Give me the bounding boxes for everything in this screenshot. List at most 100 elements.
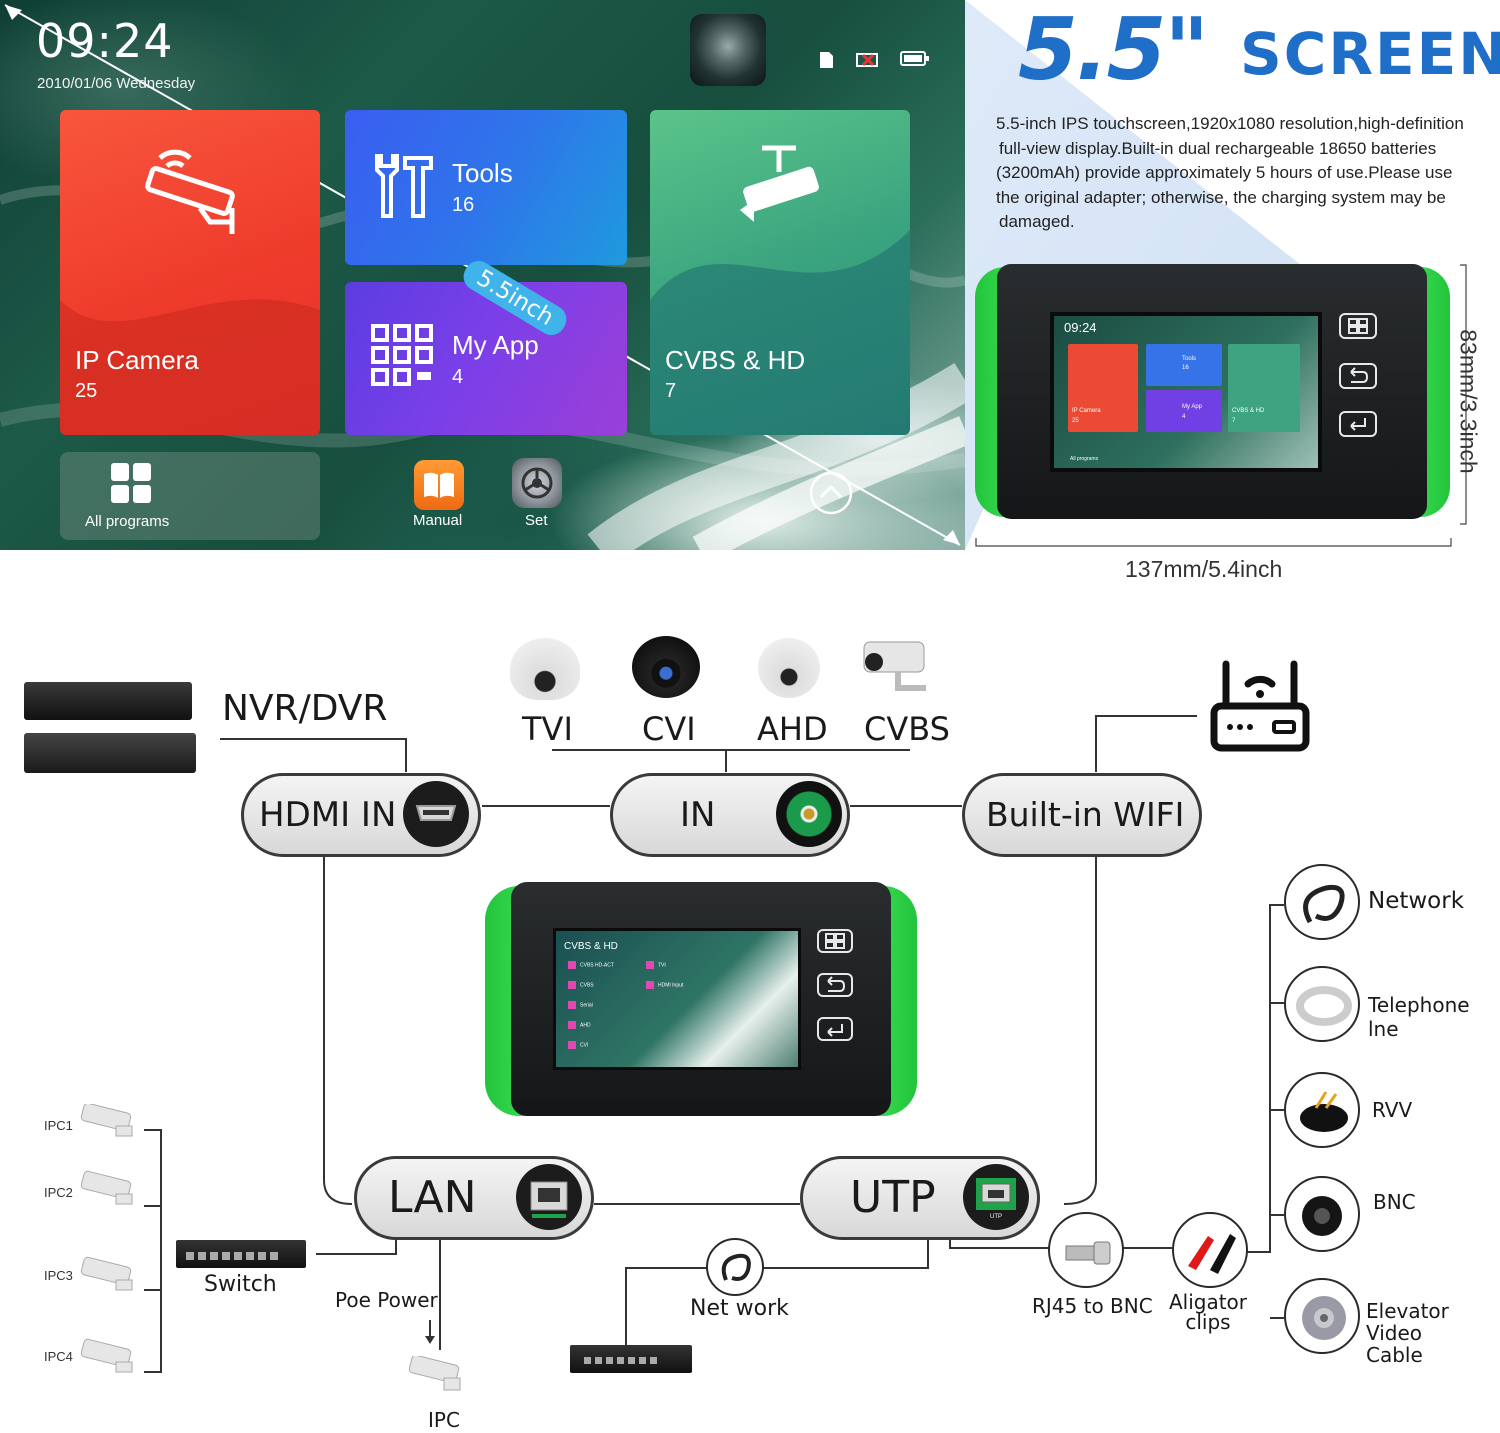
tile-cvbs-hd-label: CVBS & HD <box>665 345 806 375</box>
tile-tools-label: Tools <box>452 158 513 188</box>
small-tile-count: 7 <box>1232 418 1236 424</box>
hdmi-in-label: HDMI IN <box>259 795 397 835</box>
aligator-line: clips <box>1185 1310 1231 1334</box>
home-screen: 09:24 2010/01/06 Wednesday IP Camera 25 … <box>0 0 965 550</box>
rvv-label: RVV <box>1372 1098 1413 1122</box>
ipc2-label: IPC2 <box>44 1185 73 1200</box>
utp-rj45-port-icon: UTP <box>963 1164 1029 1230</box>
settings-gear-icon[interactable] <box>512 458 562 508</box>
utp-port-text: UTP <box>990 1214 1002 1220</box>
small-tile-my-app: My App 4 <box>1146 390 1222 432</box>
camera-type-tvi: TVI <box>522 710 573 748</box>
lan-label: LAN <box>388 1172 477 1223</box>
device-screen: 09:24 IP Camera 25 Tools 16 My App 4 CVB… <box>1050 312 1322 472</box>
tester-device-top: 09:24 IP Camera 25 Tools 16 My App 4 CVB… <box>975 262 1450 524</box>
spec-line: full-view display.Built-in dual recharge… <box>999 138 1437 158</box>
ahd-dome-camera-icon <box>758 638 820 698</box>
bnc-label: BNC <box>1373 1190 1416 1214</box>
network-error-icon <box>856 53 878 67</box>
set-label: Set <box>525 512 548 529</box>
network-switch-device <box>570 1345 692 1373</box>
elevator-line: Elevator Video <box>1366 1299 1449 1345</box>
tile-my-app-count: 4 <box>452 366 464 388</box>
wifi-label: Built-in WIFI <box>986 795 1185 834</box>
center-screen-item: CVBS <box>580 982 594 989</box>
small-tile-tools: Tools 16 <box>1146 344 1222 386</box>
poe-power-label: Poe Power <box>335 1288 438 1312</box>
nvr-device <box>24 682 192 720</box>
hdmi-port-icon <box>403 781 469 847</box>
clock: 09:24 <box>36 14 174 68</box>
center-screen-item: CVBS HD-ACT <box>580 962 614 969</box>
network-cable-icon <box>1284 864 1360 940</box>
cvbs-bullet-camera-icon <box>863 641 926 691</box>
center-screen-item: TVI <box>658 962 666 969</box>
camera-type-cvi: CVI <box>642 710 696 748</box>
battery-icon <box>900 51 929 66</box>
small-tile-label: My App <box>1182 404 1203 410</box>
tvi-dome-camera-icon <box>510 638 580 700</box>
chevron-up-icon[interactable] <box>808 470 854 516</box>
wifi-router-icon <box>1210 660 1310 752</box>
ipc4-label: IPC4 <box>44 1349 73 1364</box>
front-camera-lens <box>690 14 766 86</box>
all-programs-label: All programs <box>85 513 170 530</box>
small-tile-count: 25 <box>1072 418 1079 424</box>
all-programs-icon[interactable] <box>108 460 154 506</box>
utp-label: UTP <box>850 1172 936 1223</box>
tile-ip-camera-count: 25 <box>75 380 98 402</box>
ipc-camera-icon <box>408 1356 461 1391</box>
ipc1-label: IPC1 <box>44 1118 73 1133</box>
device-screen: CVBS & HD CVBS HD-ACT CVBS Serial AHD CV… <box>553 928 801 1070</box>
tile-my-app-label: My App <box>452 330 539 360</box>
elevator-video-cable-icon <box>1284 1278 1360 1354</box>
cctv-camera-icon <box>145 149 235 234</box>
device-buttons <box>817 929 853 1041</box>
net-work-cable-icon <box>706 1238 764 1296</box>
ipc-label: IPC <box>428 1408 460 1432</box>
screen-word: SCREEN <box>1240 20 1500 88</box>
rj45-to-bnc-adapter-icon <box>1048 1212 1124 1288</box>
tile-cvbs-hd-count: 7 <box>665 380 677 402</box>
tile-my-app[interactable]: My App 4 <box>345 282 627 435</box>
small-all-programs: All programs <box>1070 456 1099 462</box>
small-tile-count: 4 <box>1182 414 1186 420</box>
dvr-device <box>24 733 196 773</box>
net-work-label: Net work <box>690 1296 789 1321</box>
dock-panel <box>60 452 320 540</box>
ip-cameras-group <box>80 1104 133 1373</box>
switch-label: Switch <box>204 1272 277 1297</box>
spec-line: 5.5-inch IPS touchscreen,1920x1080 resol… <box>996 114 1464 133</box>
ipc3-label: IPC3 <box>44 1268 73 1283</box>
width-dimension: 137mm/5.4inch <box>1125 556 1283 582</box>
manual-icon[interactable] <box>414 460 464 510</box>
center-screen-item: HDMI Input <box>658 982 684 989</box>
network-label: Network <box>1368 888 1465 914</box>
center-screen-list: CVBS HD-ACT CVBS Serial AHD CVI <box>568 961 658 1049</box>
nvr-dvr-label: NVR/DVR <box>222 688 388 729</box>
lan-rj45-port-icon <box>516 1164 582 1230</box>
tile-tools[interactable]: Tools 16 <box>345 110 627 265</box>
tile-cvbs-hd[interactable]: CVBS & HD 7 <box>650 110 910 435</box>
aligator-line: Aligator <box>1168 1290 1248 1314</box>
elevator-line: Cable <box>1366 1343 1423 1367</box>
center-screen-title: CVBS & HD <box>564 941 618 952</box>
screen-size-value: 5.5" <box>1018 0 1209 100</box>
small-tile-ip-camera: IP Camera 25 <box>1068 344 1138 432</box>
bnc-cable-reel-icon <box>1284 1176 1360 1252</box>
tile-wave-decoration <box>60 299 320 435</box>
small-tile-label: Tools <box>1182 356 1197 362</box>
spec-line: (3200mAh) provide approximately 5 hours … <box>996 163 1453 182</box>
telephone-line-label: Telephone lne <box>1368 993 1470 1041</box>
center-screen-item: CVI <box>580 1042 589 1049</box>
device-buttons <box>1339 313 1377 437</box>
sd-card-icon <box>820 52 833 68</box>
date-text: 2010/01/06 Wednesday <box>37 75 196 92</box>
rvv-cable-icon <box>1284 1072 1360 1148</box>
center-screen-item: Serial <box>580 1002 593 1009</box>
center-screen-list-right: TVI HDMI Input <box>646 961 726 989</box>
height-dimension: 83mm/3.3inch <box>1455 329 1482 474</box>
tile-ip-camera[interactable]: IP Camera 25 <box>60 110 320 435</box>
security-camera-icon <box>740 145 819 222</box>
tools-icon <box>375 154 433 218</box>
